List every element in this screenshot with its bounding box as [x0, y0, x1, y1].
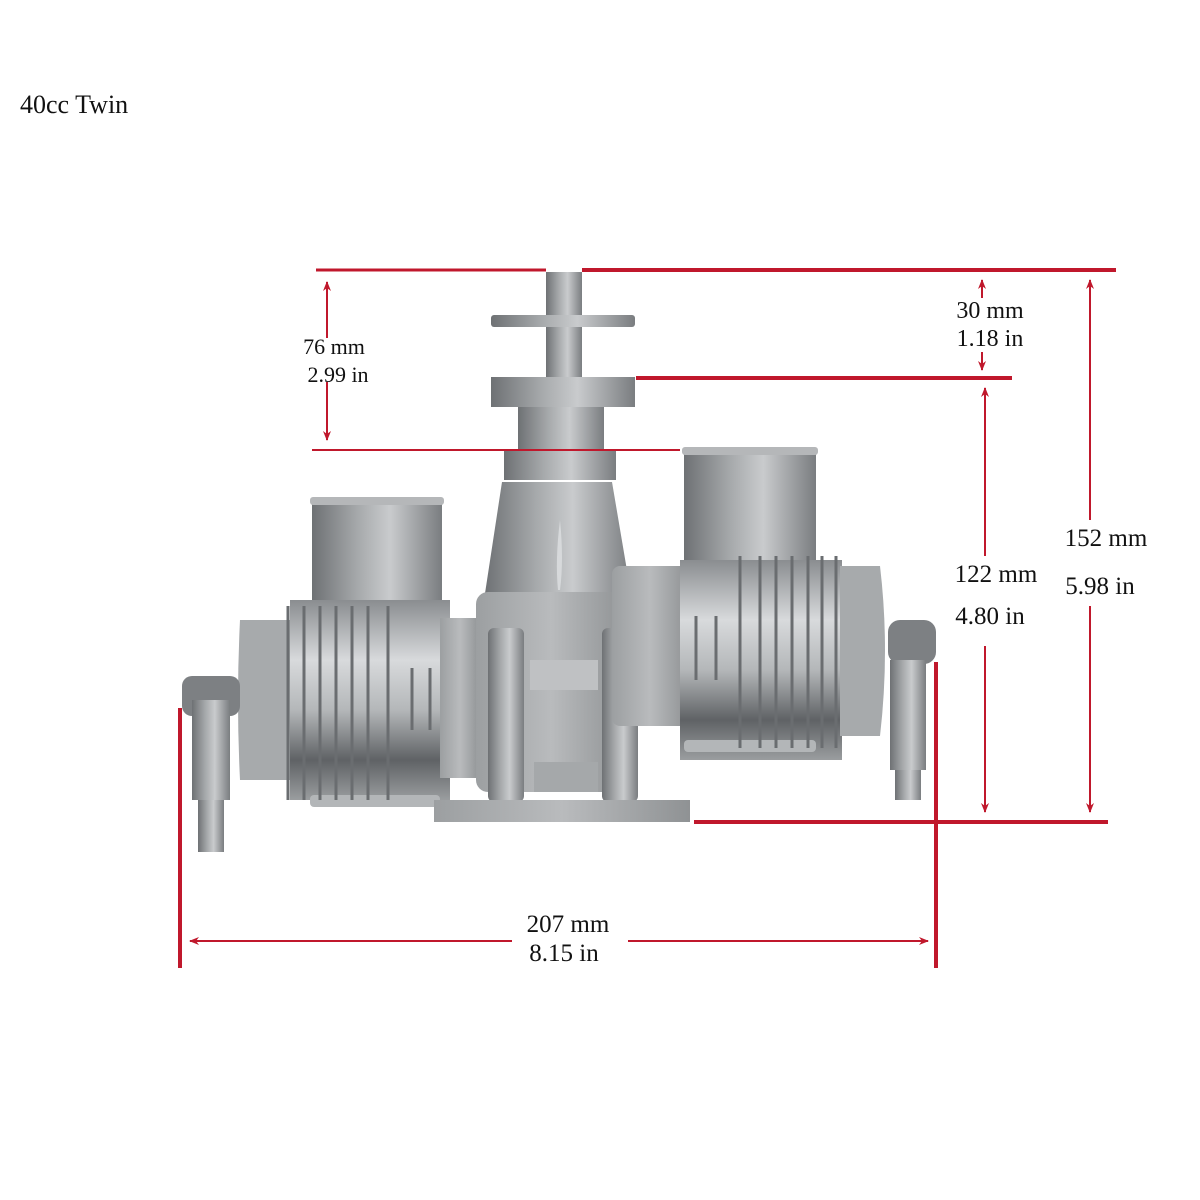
dim-total-height-mm: 152 mm — [1065, 525, 1148, 552]
engine-illustration — [182, 272, 936, 852]
left-spark-plug — [182, 676, 240, 852]
dim-prop-shaft-in: 2.99 in — [307, 362, 368, 387]
drawing-title: 40cc Twin — [20, 90, 129, 119]
dim-total-width-in: 8.15 in — [529, 940, 599, 967]
dimension-labels: 76 mm 2.99 in 30 mm 1.18 in 122 mm 4.80 … — [303, 298, 1148, 967]
right-cylinder — [612, 447, 885, 760]
dim-total-width-mm: 207 mm — [527, 911, 610, 938]
left-cylinder — [238, 497, 480, 807]
dim-shaft-tip-mm: 30 mm — [956, 298, 1024, 324]
dim-prop-shaft-mm: 76 mm — [303, 334, 365, 359]
dim-shaft-tip-in: 1.18 in — [957, 326, 1024, 352]
dimension-lines — [178, 268, 1116, 968]
prop-shaft — [491, 272, 635, 480]
dim-body-height-in: 4.80 in — [955, 603, 1025, 630]
right-spark-plug — [888, 620, 936, 800]
dim-total-height-in: 5.98 in — [1065, 573, 1135, 600]
crankcase-nose — [484, 482, 632, 600]
dim-body-height-mm: 122 mm — [955, 561, 1038, 588]
